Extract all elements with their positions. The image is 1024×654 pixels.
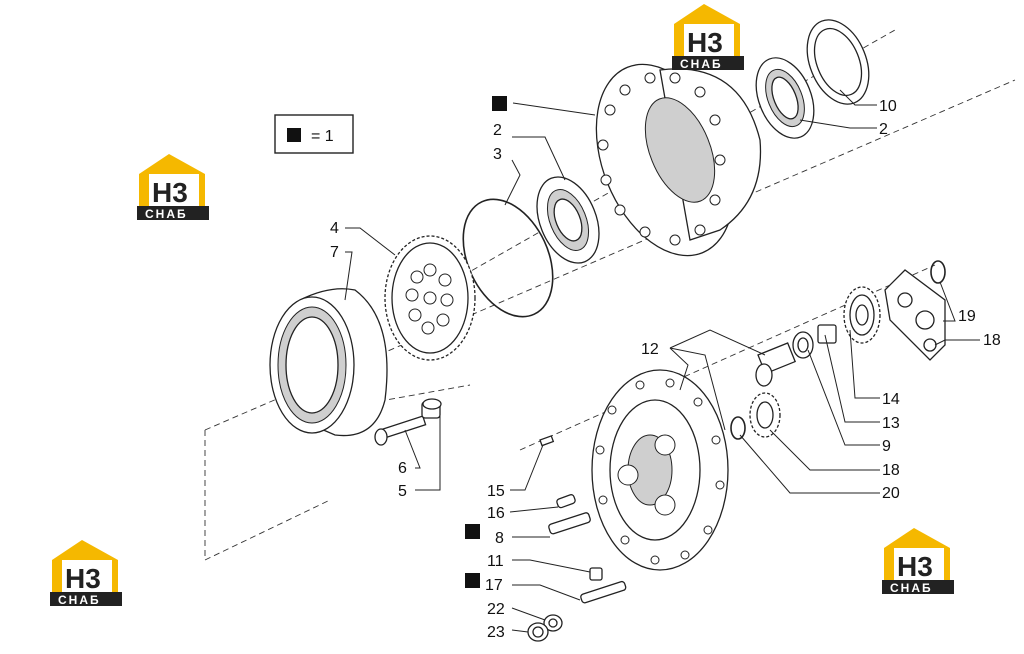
thrust-washer (792, 331, 814, 359)
nut (589, 567, 603, 581)
leader-lines (344, 89, 980, 633)
callout-18: 18 (882, 462, 900, 479)
gear-disc (384, 235, 476, 361)
bushing (421, 398, 442, 419)
logo-word: СНАБ (145, 207, 188, 221)
stud-lower (580, 580, 627, 604)
logo-word: СНАБ (58, 593, 101, 607)
callout-10: 10 (879, 98, 897, 115)
callout-15: 15 (487, 483, 505, 500)
logo-top: H3 СНАБ (672, 4, 744, 71)
lock-plate (884, 269, 946, 361)
stud-upper (548, 512, 591, 535)
callout-7: 7 (330, 244, 339, 261)
needle-bearing (817, 324, 837, 344)
callout-labels: 2 3 4 7 6 5 10 2 12 14 13 9 18 20 19 18 … (330, 98, 1001, 641)
dowel-pin (556, 494, 576, 509)
logo-bottom-left: H3 СНАБ (50, 540, 122, 607)
circlip (930, 260, 946, 284)
seal-small (527, 622, 549, 642)
planet-carrier (591, 369, 729, 571)
logo-bottom-right: H3 СНАБ (882, 528, 954, 595)
logo-mark: H3 (897, 551, 933, 582)
callout-8: 8 (495, 530, 504, 547)
callout-20: 19 (958, 308, 976, 325)
logo-mark: H3 (687, 27, 723, 58)
callout-3: 3 (493, 146, 502, 163)
logo-left: H3 СНАБ (137, 154, 209, 221)
callout-9: 9 (882, 438, 891, 455)
callout-17: 17 (485, 577, 503, 594)
bearing-left (536, 176, 600, 264)
small-screw (539, 435, 555, 447)
callout-14: 14 (882, 391, 900, 408)
legend-text: = 1 (311, 128, 334, 145)
logo-word: СНАБ (680, 57, 723, 71)
retaining-ring (730, 416, 746, 440)
logo-word: СНАБ (890, 581, 933, 595)
callout-16: 16 (487, 505, 505, 522)
washer-small (543, 614, 563, 632)
ring-gear (269, 288, 388, 437)
callout-23: 23 (487, 624, 505, 641)
callout-21: 20 (882, 485, 900, 502)
marker-squares (465, 96, 507, 588)
callout-12: 12 (641, 341, 659, 358)
bolt (374, 415, 427, 446)
planet-pin (755, 342, 797, 387)
logo-mark: H3 (65, 563, 101, 594)
logo-mark: H3 (152, 177, 188, 208)
planet-gear (843, 286, 881, 344)
bearing-upper (755, 57, 815, 139)
legend: = 1 (274, 114, 354, 154)
sun-gear (749, 392, 781, 438)
callout-19: 18 (983, 332, 1001, 349)
callout-4: 4 (330, 220, 339, 237)
seal-ring (806, 19, 870, 105)
callout-5: 5 (398, 483, 407, 500)
callout-11: 11 (487, 553, 504, 570)
differential-housing (595, 63, 762, 257)
callout-2-left: 2 (493, 122, 502, 139)
callout-2-right: 2 (879, 121, 888, 138)
callout-22: 22 (487, 601, 505, 618)
callout-13: 13 (882, 415, 900, 432)
callout-6: 6 (398, 460, 407, 477)
